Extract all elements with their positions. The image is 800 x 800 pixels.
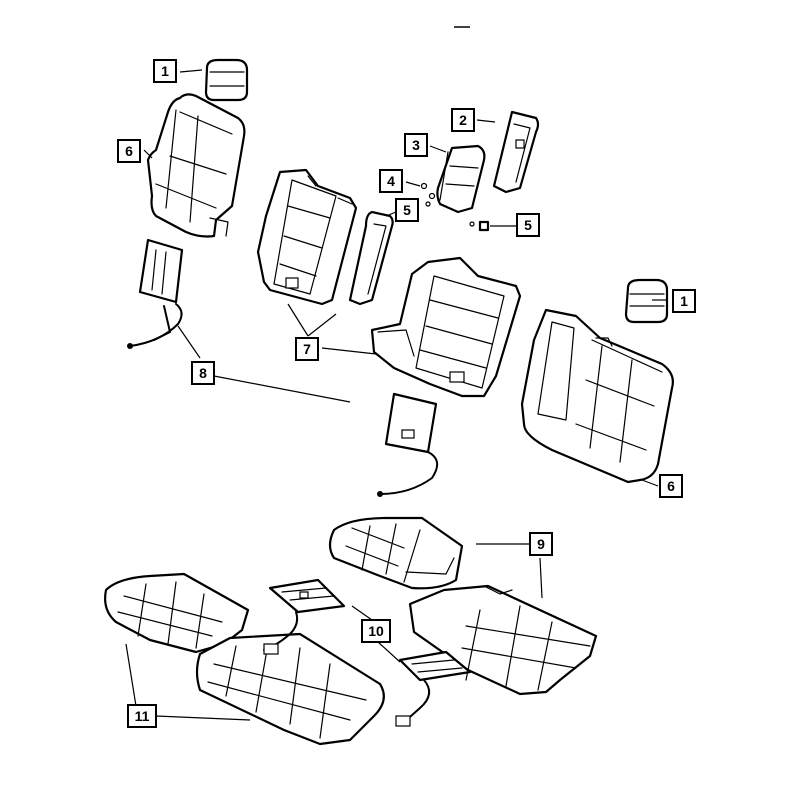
armrest-housing <box>492 110 540 194</box>
svg-text:1: 1 <box>161 63 169 79</box>
svg-text:7: 7 <box>303 341 311 357</box>
svg-text:11: 11 <box>135 708 150 724</box>
seatback-left <box>146 93 246 238</box>
heater-mat-lower <box>395 650 472 727</box>
heater-pad-left <box>127 238 184 349</box>
svg-text:8: 8 <box>199 365 207 381</box>
callout-2: 2 <box>451 108 475 132</box>
callout-8: 8 <box>191 361 215 385</box>
heater-pad-right <box>377 392 439 497</box>
callout-1-right: 1 <box>672 289 696 313</box>
svg-text:2: 2 <box>459 112 467 128</box>
svg-text:6: 6 <box>667 478 675 494</box>
callout-5-left: 5 <box>395 198 419 222</box>
callout-3: 3 <box>404 133 428 157</box>
svg-text:5: 5 <box>403 202 411 218</box>
seatback-frame-center <box>370 256 522 398</box>
callout-7: 7 <box>295 337 319 361</box>
seat-cushion-bottom <box>195 632 385 746</box>
seatback-right <box>520 308 674 484</box>
callout-9: 9 <box>529 532 553 556</box>
svg-text:6: 6 <box>125 143 133 159</box>
armrest <box>436 144 486 214</box>
callout-1-left: 1 <box>153 59 177 83</box>
svg-text:9: 9 <box>537 536 545 552</box>
callout-10: 10 <box>361 619 391 643</box>
leader-lines <box>125 69 668 721</box>
latch-bezel <box>348 210 394 306</box>
headrest-right <box>624 278 669 324</box>
svg-text:5: 5 <box>524 217 532 233</box>
callout-6-left: 6 <box>117 139 141 163</box>
headrest-left <box>204 58 249 102</box>
svg-text:10: 10 <box>368 623 384 639</box>
callout-6-right: 6 <box>659 474 683 498</box>
callout-11: 11 <box>127 704 157 728</box>
heater-mat-upper <box>263 578 346 655</box>
callout-5-right: 5 <box>516 213 540 237</box>
svg-text:4: 4 <box>387 173 395 189</box>
svg-text:1: 1 <box>680 293 688 309</box>
seat-cushion-left <box>104 572 250 654</box>
small-fasteners <box>420 182 490 232</box>
seatback-frame-left <box>256 168 358 306</box>
seat-cushion-upper <box>328 516 464 590</box>
svg-text:3: 3 <box>412 137 420 153</box>
callout-4: 4 <box>379 169 403 193</box>
